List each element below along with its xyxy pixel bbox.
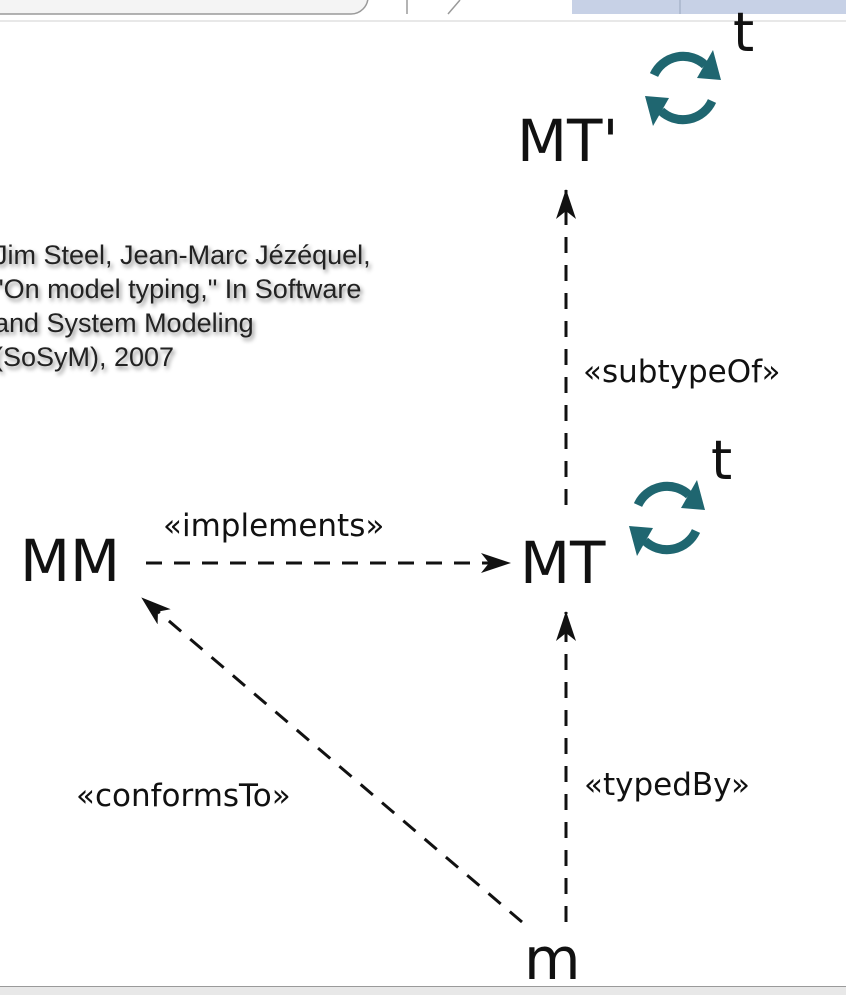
refresh-cycle-icon bbox=[629, 480, 705, 556]
top-window-chrome bbox=[0, 0, 846, 22]
top-chrome-graphic bbox=[0, 0, 846, 22]
citation-line: and System Modeling bbox=[0, 308, 254, 338]
type-parameter-t: t bbox=[733, 1, 755, 64]
conforms-to-label: «conformsTo» bbox=[76, 778, 291, 814]
node-mm: MM bbox=[20, 527, 121, 595]
typed-by-label: «typedBy» bbox=[584, 767, 750, 803]
node-m: m bbox=[524, 925, 581, 993]
citation-line: Jim Steel, Jean-Marc Jézéquel, bbox=[0, 240, 371, 270]
citation-line: (SoSyM), 2007 bbox=[0, 342, 175, 372]
implements-label: «implements» bbox=[163, 508, 385, 544]
conforms-to-arrow bbox=[141, 596, 523, 924]
citation-text: Jim Steel, Jean-Marc Jézéquel, "On model… bbox=[0, 238, 514, 374]
citation-line: "On model typing," In Software bbox=[0, 274, 362, 304]
node-mt-prime: MT' bbox=[517, 107, 619, 175]
type-parameter-t: t bbox=[711, 429, 733, 492]
subtype-of-label: «subtypeOf» bbox=[583, 354, 781, 390]
node-mt: MT bbox=[520, 529, 606, 597]
bottom-window-chrome bbox=[0, 986, 846, 995]
refresh-cycle-icon bbox=[645, 50, 721, 126]
